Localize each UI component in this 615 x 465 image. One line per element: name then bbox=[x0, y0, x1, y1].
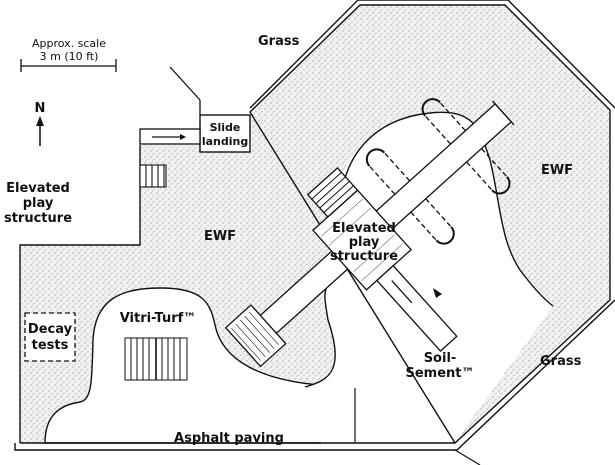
stairs-left bbox=[139, 164, 167, 188]
boundary-outer bbox=[14, 0, 615, 451]
scale-title: Approx. scale bbox=[32, 37, 106, 50]
slide-arrow-icon bbox=[180, 134, 186, 140]
label-tests: tests bbox=[32, 338, 69, 353]
label-ewf-right: EWF bbox=[541, 163, 573, 178]
label-decay: Decay bbox=[28, 322, 73, 337]
label-slide: Slide bbox=[210, 121, 241, 134]
label-grass-top: Grass bbox=[258, 34, 300, 49]
north-label: N bbox=[35, 101, 46, 116]
label-elevated-left-2: play bbox=[23, 196, 54, 211]
label-elevated-center-3: structure bbox=[330, 249, 398, 264]
scale-value: 3 m (10 ft) bbox=[40, 50, 99, 63]
label-elevated-center-2: play bbox=[349, 235, 380, 250]
label-grass-right: Grass bbox=[540, 354, 582, 369]
scale-bar bbox=[20, 59, 117, 72]
decay-tests-box bbox=[24, 312, 76, 362]
label-landing: landing bbox=[202, 135, 248, 148]
soil-sement-outline bbox=[304, 111, 554, 388]
label-elevated-left-3: structure bbox=[4, 211, 72, 226]
label-asphalt: Asphalt paving bbox=[174, 431, 284, 446]
label-soil: Soil- bbox=[424, 351, 457, 366]
soil-sement-area bbox=[305, 112, 553, 443]
slide-landing-box bbox=[199, 114, 251, 153]
north-arrow-icon bbox=[36, 116, 44, 146]
vitri-turf-sample bbox=[124, 337, 188, 381]
label-ewf-center: EWF bbox=[204, 229, 236, 244]
label-elevated-left-1: Elevated bbox=[6, 181, 70, 196]
label-vitri-turf: Vitri-Turf™ bbox=[120, 311, 197, 326]
label-sement: Sement™ bbox=[405, 366, 474, 381]
slide-arrow-icon-2 bbox=[433, 288, 442, 298]
label-elevated-center-1: Elevated bbox=[332, 221, 396, 236]
